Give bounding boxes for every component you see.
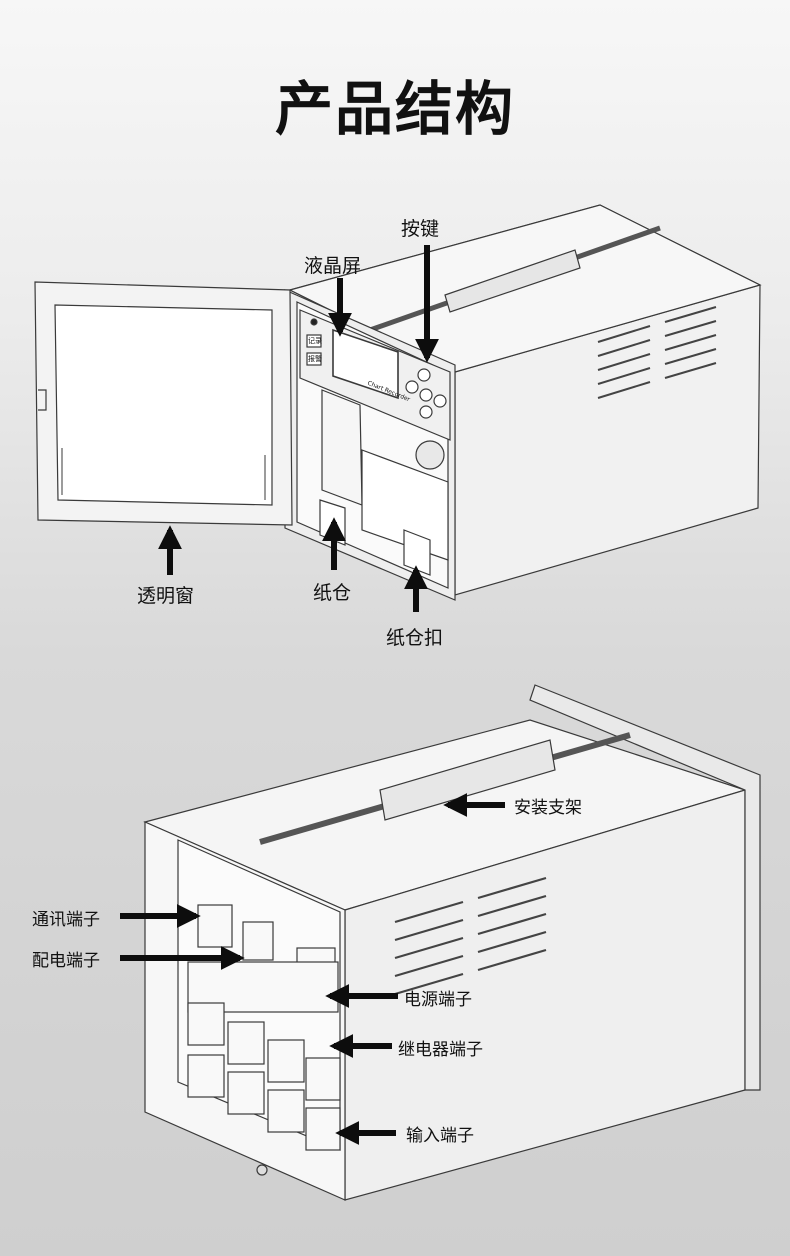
lcd-screen bbox=[332, 328, 399, 400]
panel-button-2-text: 报警 bbox=[308, 355, 322, 363]
label-paper-bin: 纸仓 bbox=[313, 582, 352, 604]
label-keys: 按键 bbox=[401, 218, 440, 240]
label-relay-terminal: 继电器端子 bbox=[398, 1040, 483, 1060]
label-input-terminal: 输入端子 bbox=[406, 1126, 474, 1146]
label-window: 透明窗 bbox=[137, 585, 195, 607]
label-bracket: 安装支架 bbox=[514, 798, 582, 818]
vent-slots-rear bbox=[394, 876, 547, 996]
label-comm-terminal: 通讯端子 bbox=[32, 910, 100, 930]
label-paper-latch: 纸仓扣 bbox=[386, 627, 444, 649]
keypad bbox=[405, 368, 447, 419]
terminal-blocks bbox=[187, 904, 341, 1151]
page-title: 产品结构 bbox=[274, 75, 515, 143]
label-power-terminal: 电源端子 bbox=[404, 990, 472, 1010]
label-lcd: 液晶屏 bbox=[304, 255, 362, 277]
rear-view-arrows bbox=[120, 793, 505, 1145]
front-view-arrows bbox=[158, 245, 439, 612]
vent-slots-front bbox=[597, 306, 717, 399]
label-power-dist-terminal: 配电端子 bbox=[32, 951, 100, 971]
front-view-recorder bbox=[34, 204, 762, 601]
panel-button-1-text: 记录 bbox=[308, 337, 322, 345]
rear-view-recorder bbox=[143, 684, 761, 1201]
